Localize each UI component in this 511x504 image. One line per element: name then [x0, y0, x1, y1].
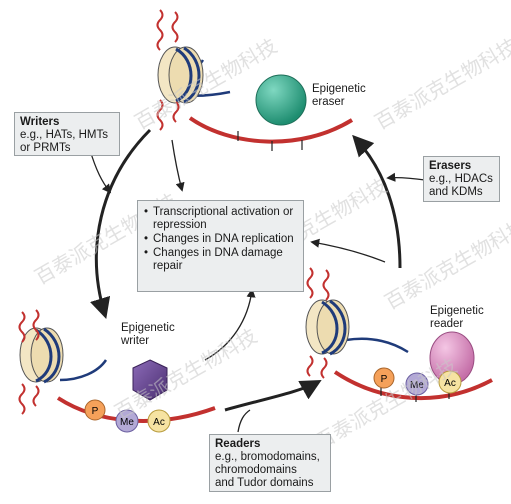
- mark-p-label: P: [381, 374, 388, 385]
- left-nucleosome-scene: P Me Ac: [18, 309, 216, 433]
- readers-title: Readers: [215, 438, 261, 450]
- writers-title: Writers: [20, 116, 60, 128]
- arrow-right-to-center: [310, 238, 386, 263]
- eraser-label-line: Epigenetic: [312, 83, 366, 95]
- svg-text:百泰派克生物科技: 百泰派克生物科技: [131, 34, 282, 135]
- mark-me: [115, 409, 139, 433]
- erasers-line: and KDMs: [429, 186, 483, 198]
- readers-line: e.g., bromodomains,: [215, 451, 320, 463]
- mark-ac-label: Ac: [444, 378, 456, 389]
- eraser-label: Epigenetic eraser: [312, 83, 366, 109]
- dna-strand: [333, 370, 493, 401]
- arrow-top-to-center: [171, 139, 185, 192]
- mark-ac: [147, 409, 171, 433]
- mark-me: [405, 372, 429, 396]
- arrow-right-to-top: [352, 134, 402, 269]
- mark-p: [373, 367, 395, 389]
- arrow-readers-box: [237, 409, 251, 433]
- eraser-label-line: eraser: [312, 96, 345, 108]
- writers-line: or PRMTs: [20, 142, 71, 154]
- readers-line: and Tudor domains: [215, 477, 314, 489]
- writer-label-line: Epigenetic: [121, 322, 175, 334]
- writers-line: e.g., HATs, HMTs: [20, 129, 108, 141]
- writer-label-line: writer: [121, 335, 150, 347]
- eraser-protein: [255, 74, 307, 126]
- linker-dna: [345, 337, 409, 354]
- erasers-box: Erasers e.g., HDACs and KDMs: [423, 156, 500, 202]
- histone-tails: [237, 131, 303, 151]
- arrow-left-to-center: [204, 288, 256, 361]
- outcome-item: Transcriptional activation or repression: [144, 206, 297, 232]
- outcomes-box: Transcriptional activation or repression…: [137, 200, 304, 292]
- outcomes-list: Transcriptional activation or repression…: [144, 206, 297, 273]
- effect-arrows: [89, 139, 426, 433]
- mark-me-label: Me: [120, 417, 134, 428]
- svg-text:百泰派克生物科技: 百泰派克生物科技: [371, 34, 511, 135]
- mark-ac-label: Ac: [153, 417, 165, 428]
- mark-ac: [438, 370, 462, 394]
- right-nucleosome-scene: P Me Ac: [305, 267, 493, 402]
- reader-label: Epigenetic reader: [430, 305, 484, 331]
- writers-box: Writers e.g., HATs, HMTs or PRMTs: [14, 112, 120, 156]
- mark-p: [84, 399, 106, 421]
- outcome-item: Changes in DNA replication: [144, 233, 297, 246]
- histone-tail-wavy: [156, 9, 164, 51]
- erasers-title: Erasers: [429, 160, 472, 172]
- mark-me-label: Me: [410, 380, 424, 391]
- linker-dna: [59, 359, 108, 382]
- reader-label-line: Epigenetic: [430, 305, 484, 317]
- writer-label: Epigenetic writer: [121, 322, 175, 348]
- readers-box: Readers e.g., bromodomains, chromodomain…: [209, 434, 331, 492]
- top-nucleosome-scene: [156, 9, 354, 151]
- arrow-left-to-right: [224, 379, 322, 412]
- arrow-top-to-left: [90, 128, 152, 320]
- cycle-arrows: [90, 128, 402, 412]
- readers-line: chromodomains: [215, 464, 297, 476]
- arrow-writers-box: [89, 149, 112, 194]
- mark-p-label: P: [92, 406, 99, 417]
- arrow-erasers-box: [386, 172, 426, 182]
- reader-label-line: reader: [430, 318, 464, 330]
- dna-strand: [188, 116, 354, 144]
- writer-protein: [132, 359, 168, 401]
- erasers-line: e.g., HDACs: [429, 173, 493, 185]
- outcome-item: Changes in DNA damage repair: [144, 247, 297, 273]
